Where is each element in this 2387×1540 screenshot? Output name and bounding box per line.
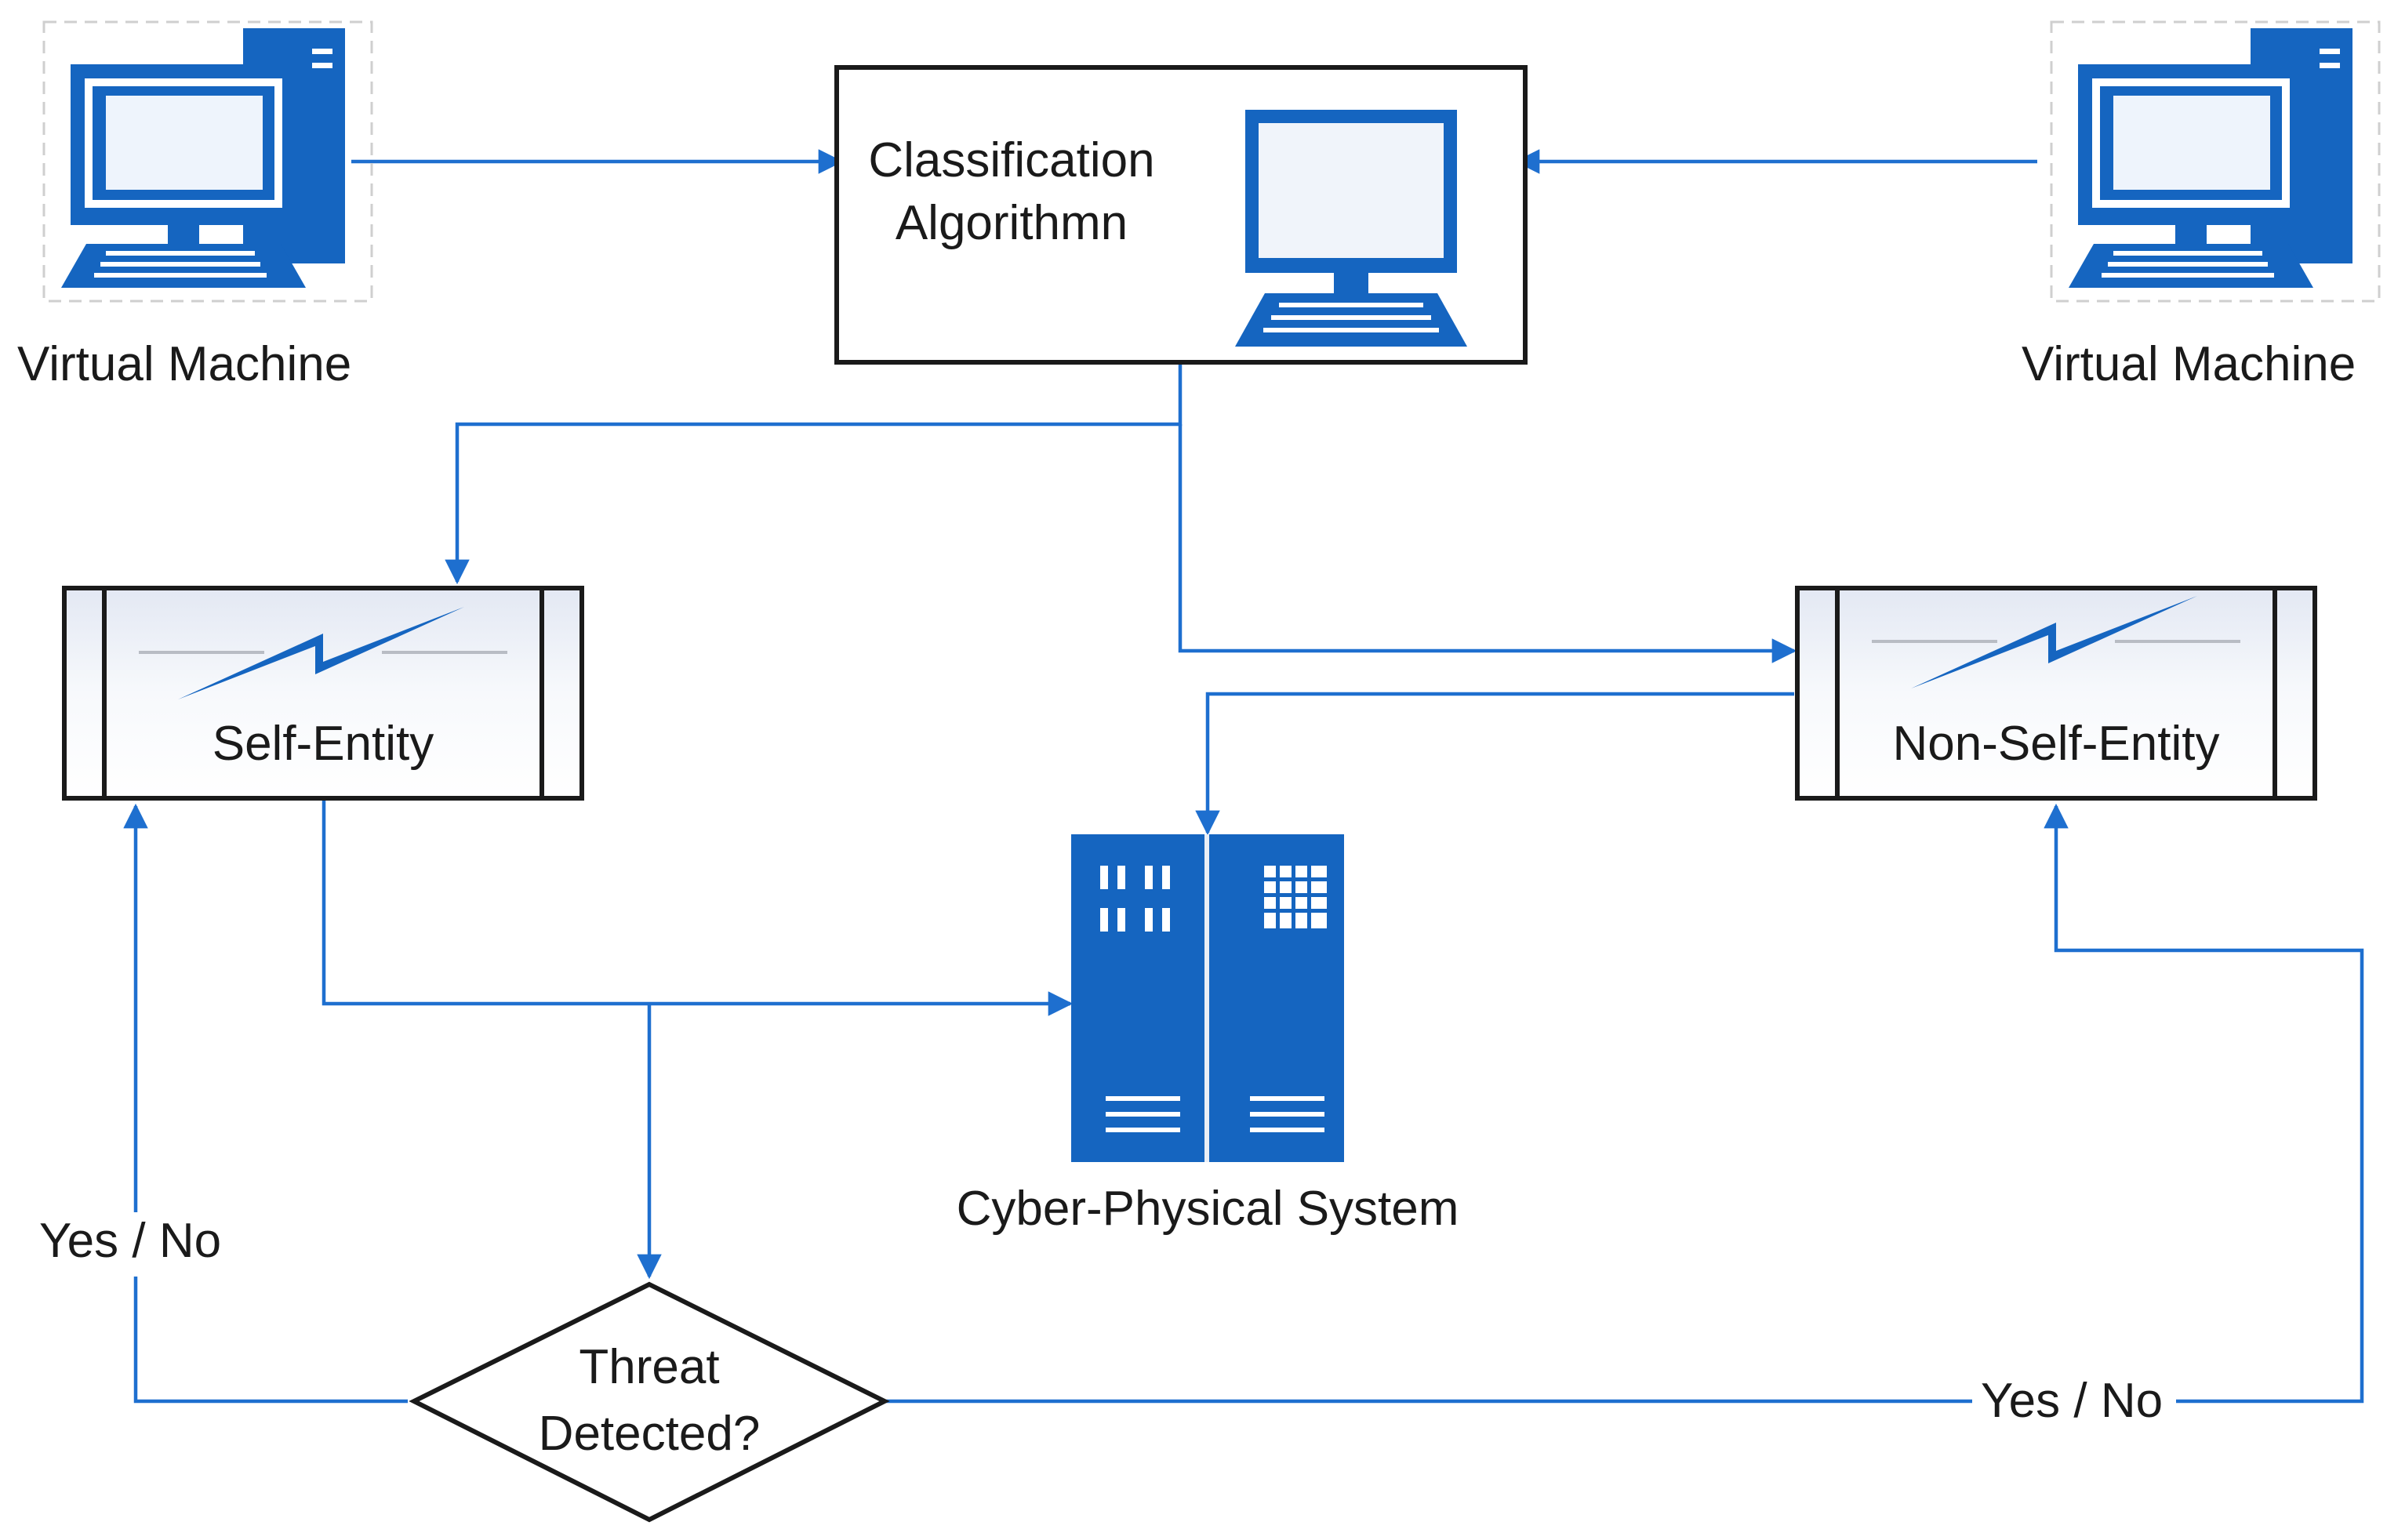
edge-classification-to-non-self-entity <box>1178 424 1797 663</box>
connectors <box>123 149 2364 1404</box>
self-entity-node <box>62 586 584 801</box>
cyber-physical-system-label: Cyber-Physical System <box>956 1182 1459 1236</box>
desktop-computer-icon <box>42 20 373 303</box>
decision-label-line1: Threat <box>579 1340 720 1394</box>
virtual-machine-left-label: Virtual Machine <box>17 337 352 391</box>
laptop-monitor-icon <box>1235 110 1467 347</box>
self-entity-label: Self-Entity <box>212 717 434 771</box>
right-feedback-label: Yes / No <box>1976 1372 2168 1431</box>
server-rack-icon <box>1071 834 1344 1162</box>
virtual-machine-right-label: Virtual Machine <box>2022 337 2356 391</box>
decision-node <box>409 1281 890 1523</box>
edge-self-entity-to-cps <box>322 800 1074 1016</box>
left-feedback-label: Yes / No <box>35 1212 227 1271</box>
classification-node <box>834 65 1528 365</box>
edge-decision-to-non-self-line-b <box>2044 803 2364 1404</box>
edge-decision-to-self-line-lower <box>133 1277 408 1404</box>
desktop-computer-icon <box>2050 20 2381 303</box>
edge-classification-to-self-entity <box>445 365 1183 585</box>
classification-label-line2: Algorithmn <box>895 196 1128 250</box>
decision-label-line2: Detected? <box>538 1407 761 1461</box>
edge-non-self-entity-to-cps <box>1195 692 1794 836</box>
non-self-entity-node <box>1795 586 2317 801</box>
non-self-entity-label: Non-Self-Entity <box>1892 717 2220 771</box>
classification-label-line1: Classification <box>868 133 1155 187</box>
